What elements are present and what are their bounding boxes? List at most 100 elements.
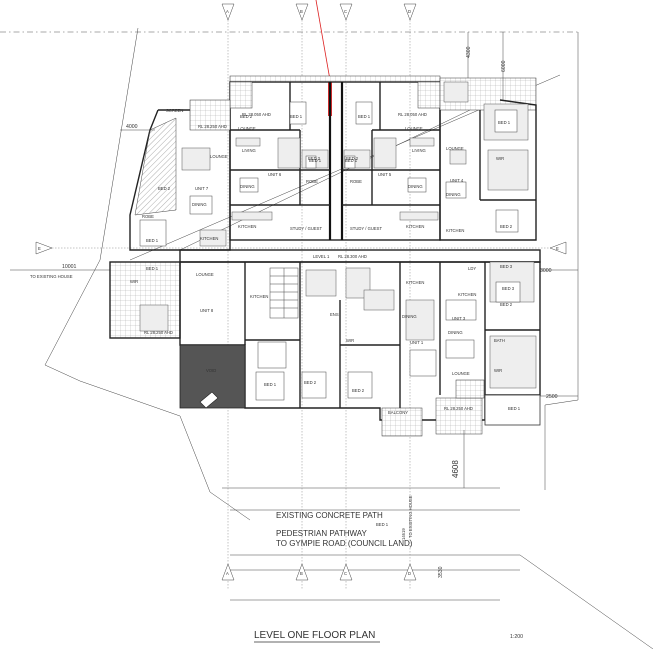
label-bed1-a: BED 1: [290, 114, 303, 119]
grid-d-top: D: [408, 9, 411, 14]
label-kitchen-d: KITCHEN: [200, 236, 218, 241]
label-bed3-a: BED 3: [500, 264, 513, 269]
label-bed1-f: BED 1: [264, 382, 277, 387]
note-level1: LEVEL 1: [313, 254, 330, 259]
note-rl-unit7b: RL 28.250 AHD: [144, 330, 173, 335]
label-bed2-d: BED 2: [158, 186, 171, 191]
label-kitchen-e: KITCHEN: [250, 294, 268, 299]
label-bed2-f: BED 2: [352, 388, 365, 393]
label-lounge-f: LOUNGE: [452, 371, 470, 376]
label-dining-f: DINING: [448, 330, 463, 335]
grid-b-top: B: [300, 9, 303, 14]
label-bed1-b: BED 1: [358, 114, 371, 119]
dim-4608: 4608: [451, 460, 460, 478]
label-unit1: UNIT 1: [410, 340, 424, 345]
building-corridor: [109, 249, 541, 339]
label-bed1-center-1: BED 1: [309, 158, 322, 163]
label-lounge-a: LOUNGE: [238, 126, 256, 131]
label-wir-b: WIR: [130, 279, 138, 284]
label-robe-c: ROBE: [142, 214, 154, 219]
note-screen: SCREEN: [166, 108, 183, 113]
dim-6000: 6000: [501, 60, 507, 72]
grid-e-left: E: [38, 246, 41, 251]
note-to-existing-house: TO EXISTING HOUSE: [30, 274, 73, 279]
site-boundary: [0, 27, 653, 649]
label-ens: ENS: [330, 312, 339, 317]
label-unit8: UNIT 8: [200, 308, 214, 313]
dim-10001: 10001: [62, 264, 77, 270]
building-lower: [179, 261, 541, 437]
label-wir-c: WIR: [346, 338, 354, 343]
grid-b-bottom: B: [300, 571, 303, 576]
grid-a-top: A: [226, 9, 229, 14]
drawing-scale: 1:200: [510, 634, 523, 640]
label-kitchen-b: KITCHEN: [406, 224, 424, 229]
label-bed3-b: BED 3: [502, 286, 515, 291]
building-left-wing: [129, 99, 231, 251]
grid-c-top: C: [344, 9, 347, 14]
dimensions: 4000 4300 6000 10001 3000 2500 4608 3530…: [62, 32, 558, 578]
label-living-b: LIVING: [412, 148, 426, 153]
label-lounge-e: LOUNGE: [196, 272, 214, 277]
label-robe-b: ROBE: [350, 179, 362, 184]
label-bath: BATH: [494, 338, 505, 343]
label-dining-a: DINING: [240, 184, 255, 189]
label-bed1-center-2: BED 1: [345, 158, 358, 163]
dim-3000: 3000: [540, 268, 552, 274]
label-unit3: UNIT 3: [452, 316, 466, 321]
label-wir-a: WIR: [496, 156, 504, 161]
label-wir-d: WIR: [494, 368, 502, 373]
grid-a-bottom: A: [226, 571, 229, 576]
path-labels: EXISTING CONCRETE PATH PEDESTRIAN PATHWA…: [276, 511, 413, 548]
building-right-wing: [439, 77, 537, 241]
note-void: VOID: [206, 368, 216, 373]
label-kitchen-g: KITCHEN: [458, 292, 476, 297]
existing-path-label: EXISTING CONCRETE PATH: [276, 511, 383, 520]
drawing-title: LEVEL ONE FLOOR PLAN: [254, 630, 375, 641]
label-lounge-c: LOUNGE: [446, 146, 464, 151]
label-unit4: UNIT 4: [450, 178, 464, 183]
note-rl-top-left: RL 28.050 AHD: [242, 112, 271, 117]
grid-markers-side: E E: [35, 241, 567, 255]
label-bed2-e: BED 2: [304, 380, 317, 385]
note-rl-bottom: RL 28.250 AHD: [444, 406, 473, 411]
building-upper: [229, 75, 441, 241]
label-bed1-g: BED 1: [508, 406, 521, 411]
note-rl-top-right: RL 28.050 AHD: [398, 112, 427, 117]
grid-markers-top: A B C D: [221, 3, 417, 21]
label-lounge-b: LOUNGE: [405, 126, 423, 131]
note-rl-main: RL 28.300 AHD: [338, 254, 367, 259]
label-ldy: LDY: [468, 266, 476, 271]
label-bed1-d: BED 1: [146, 238, 159, 243]
pathway-label-line1: PEDESTRIAN PATHWAY: [276, 529, 367, 538]
annotations: RL 28.050 AHD RL 28.050 AHD RL 28.250 AH…: [30, 108, 473, 538]
label-kitchen-c: KITCHEN: [446, 228, 464, 233]
label-bed2-b: BED 2: [346, 156, 359, 161]
label-bed2-c: BED 2: [500, 224, 513, 229]
label-bed1-e: BED 1: [146, 266, 159, 271]
label-study-a: STUDY / GUEST: [290, 226, 322, 231]
label-study-b: STUDY / GUEST: [350, 226, 382, 231]
grid-c-bottom: C: [344, 571, 347, 576]
label-kitchen-f: KITCHEN: [406, 280, 424, 285]
dim-4000: 4000: [126, 124, 138, 130]
dim-14619: 14619: [401, 528, 406, 540]
label-unit7: UNIT 7: [195, 186, 209, 191]
label-unit6: UNIT 6: [268, 172, 282, 177]
grid-e-right: E: [556, 246, 559, 251]
label-bed1-h: BED 1: [376, 522, 389, 527]
dim-4300: 4300: [466, 46, 472, 58]
label-dining-e: DINING: [402, 314, 417, 319]
label-robe-a: ROBE: [306, 179, 318, 184]
dim-3530: 3530: [438, 566, 444, 578]
label-kitchen-a: KITCHEN: [238, 224, 256, 229]
pathway-label-line2: TO GYMPIE ROAD (COUNCIL LAND): [276, 539, 413, 548]
label-unit5: UNIT 5: [378, 172, 392, 177]
label-dining-c: DINING: [446, 192, 461, 197]
label-dining-b: DINING: [408, 184, 423, 189]
grid-markers-bottom: A B C D: [221, 563, 417, 581]
label-dining-d: DINING: [192, 202, 207, 207]
label-bed2-g: BED 2: [500, 302, 513, 307]
stair: [269, 267, 299, 319]
